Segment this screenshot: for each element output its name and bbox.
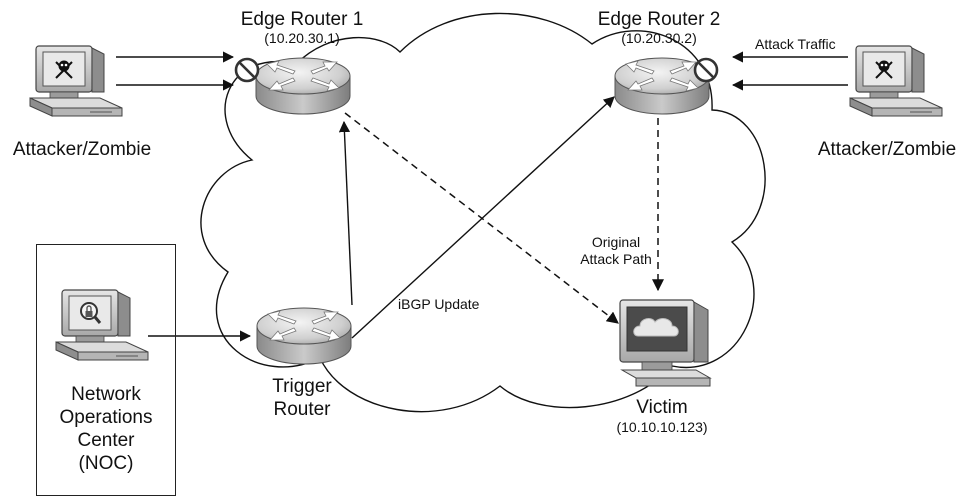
trigger-to-edge1-arrow	[338, 120, 353, 306]
victim-ip: (10.10.10.123)	[616, 419, 708, 435]
original-attack-path-line1: Original	[591, 234, 641, 250]
magnifier-lock-icon	[80, 302, 102, 324]
attack-traffic-label: Attack Traffic	[755, 36, 836, 52]
trigger-to-edge2-arrow	[351, 96, 615, 339]
noc-label-line1: Network	[71, 384, 141, 405]
cloud-screen-icon	[633, 318, 679, 337]
attacker-left-pc[interactable]	[29, 45, 123, 117]
victim-label: Victim	[636, 397, 688, 418]
ibgp-update-label: iBGP Update	[398, 296, 480, 312]
noc-label-line3: Center	[77, 430, 135, 451]
victim-pc[interactable]	[619, 299, 712, 387]
blocked-edge-2-icon	[693, 57, 719, 83]
noc-label-line4: (NOC)	[78, 453, 134, 474]
blocked-edge-1-icon	[234, 57, 260, 83]
edge-router-2-ip: (10.20.30.2)	[621, 30, 697, 46]
edge-router-2-label: Edge Router 2	[597, 9, 721, 30]
attacker-right-pc[interactable]	[849, 45, 943, 117]
attacker-left-label: Attacker/Zombie	[12, 139, 152, 160]
skull-crossbones-icon	[55, 60, 73, 79]
noc-pc[interactable]	[55, 289, 149, 361]
edge1-to-victim-dashed	[344, 112, 619, 324]
attacker-right-label: Attacker/Zombie	[817, 139, 957, 160]
trigger-router-label-line2: Router	[273, 399, 331, 420]
edge-router-1-label: Edge Router 1	[240, 9, 364, 30]
edge-router-1-ip: (10.20.30.1)	[264, 30, 340, 46]
edge-router-1-icon[interactable]	[255, 57, 351, 115]
original-attack-path-line2: Attack Path	[580, 251, 652, 267]
trigger-router-icon[interactable]	[256, 307, 352, 365]
skull-crossbones-icon	[875, 60, 893, 79]
noc-label-line2: Operations	[59, 407, 153, 428]
trigger-router-label-line1: Trigger	[272, 376, 332, 397]
